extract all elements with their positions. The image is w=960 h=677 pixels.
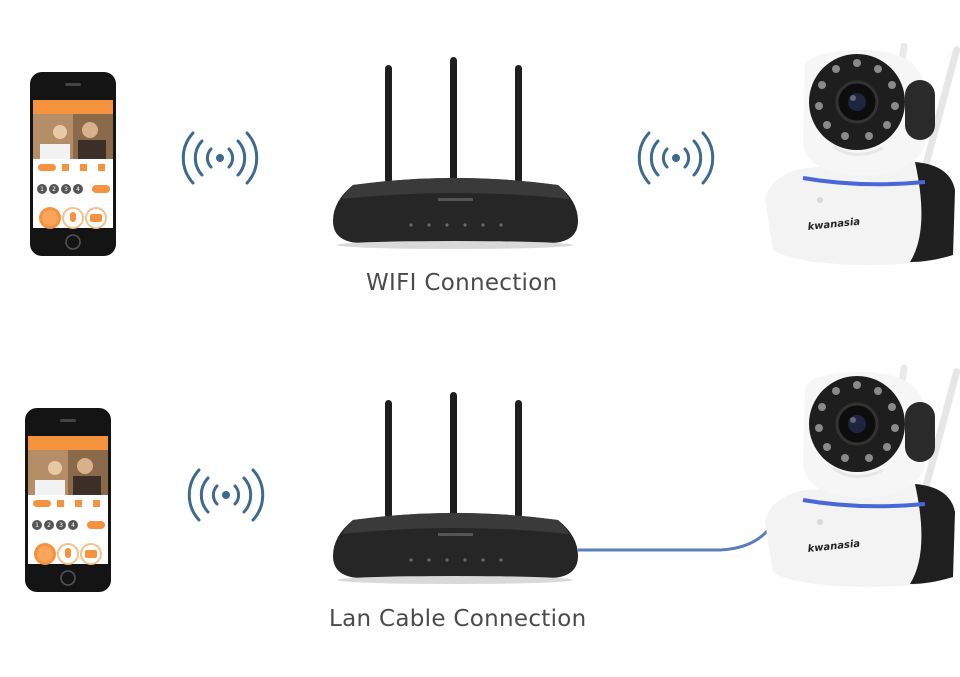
phone-key-label: 3 — [64, 186, 68, 193]
phone-key-label: 1 — [40, 186, 44, 193]
phone-key-label: 3 — [59, 522, 63, 529]
ip-camera-bottom — [763, 362, 960, 589]
wifi-signal-icon — [187, 468, 265, 522]
phone-key-label: 4 — [71, 522, 75, 529]
wifi-connection-caption: WIFI Connection — [366, 270, 558, 296]
camera-brand-label: kwanasia — [807, 217, 861, 233]
router-top — [333, 57, 578, 249]
lan-connection-caption: Lan Cable Connection — [329, 606, 587, 632]
phone-key-label: 2 — [47, 522, 51, 529]
wifi-signal-icon — [637, 131, 715, 185]
phone-key-label: 2 — [52, 186, 56, 193]
phone-key-label: 1 — [35, 522, 39, 529]
router-bottom — [333, 392, 578, 584]
smartphone-bottom — [24, 407, 112, 593]
smartphone-top — [29, 71, 117, 257]
phone-keys-top: 1 2 3 4 — [40, 186, 80, 193]
wifi-signal-icon — [181, 131, 259, 185]
ip-camera-top — [763, 40, 960, 267]
phone-keys-bottom: 1 2 3 4 — [35, 522, 75, 529]
phone-key-label: 4 — [76, 186, 80, 193]
camera-brand-label: kwanasia — [807, 539, 861, 555]
